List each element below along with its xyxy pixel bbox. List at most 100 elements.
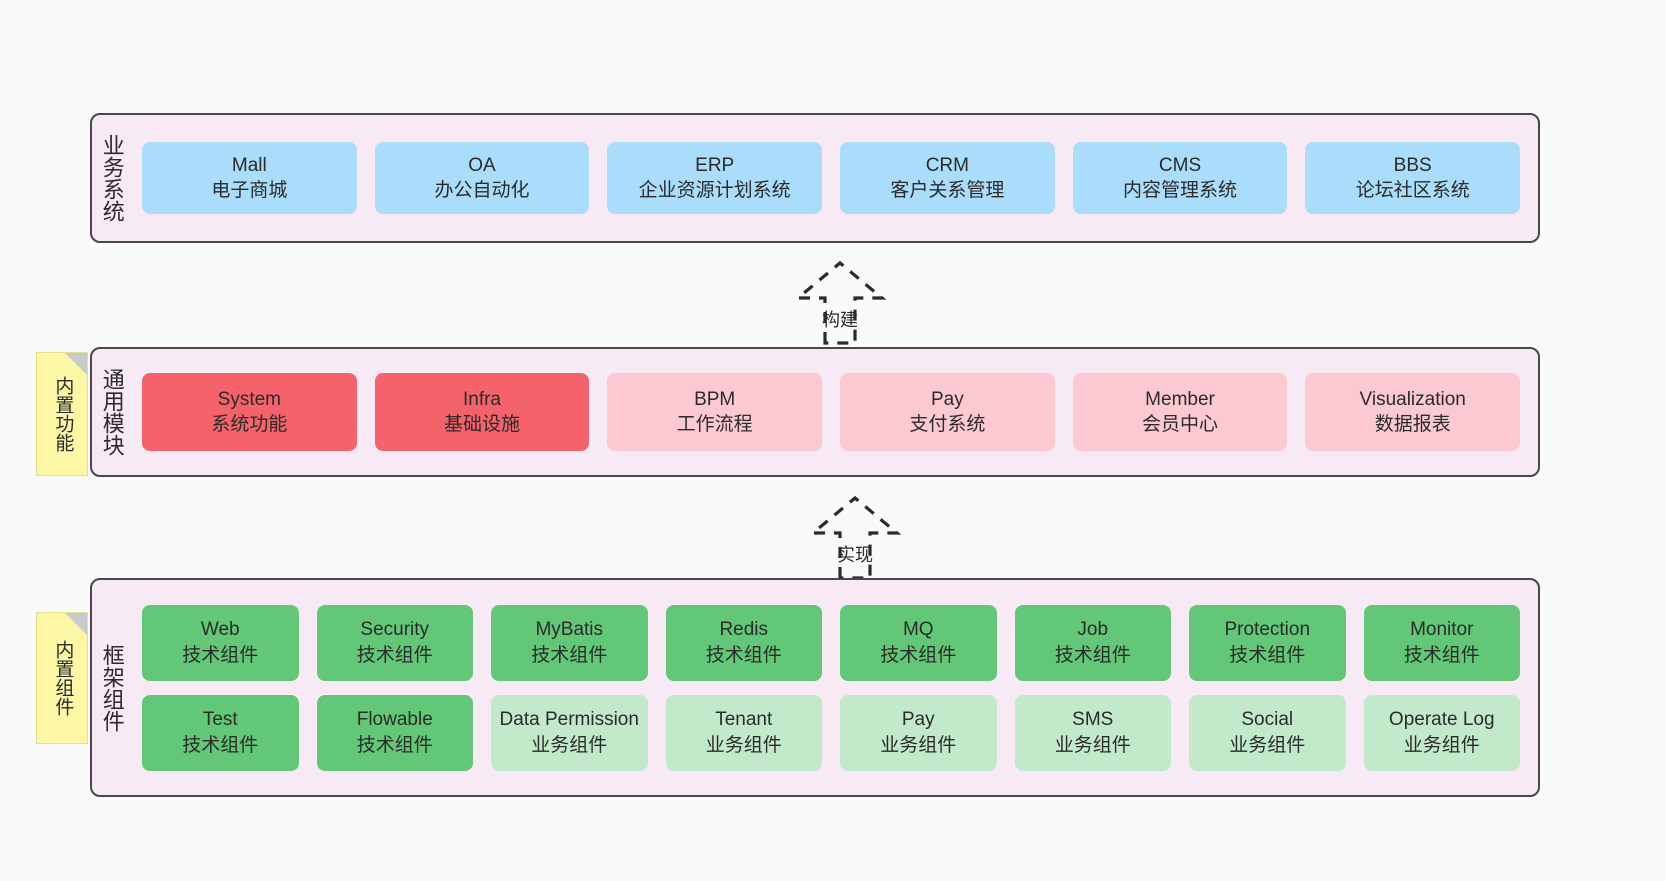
card-title-en: Mall [231, 154, 267, 176]
layer-business-systems: 业务系统 Mall 电子商城 OA 办公自动化 ERP 企业资源计划系统 CRM… [90, 113, 1540, 243]
card-row: System 系统功能 Infra 基础设施 BPM 工作流程 Pay 支付系统… [142, 373, 1521, 451]
layer-common-modules: 通用模块 System 系统功能 Infra 基础设施 BPM 工作流程 Pay… [90, 347, 1540, 477]
card-sms[interactable]: SMS 业务组件 [1014, 694, 1171, 771]
card-tenant[interactable]: Tenant 业务组件 [665, 694, 822, 771]
card-title-cn: 业务组件 [705, 734, 782, 756]
card-title-en: Tenant [715, 709, 773, 731]
card-crm[interactable]: CRM 客户关系管理 [840, 142, 1055, 214]
card-title-en: MQ [902, 619, 934, 641]
card-title-cn: 业务组件 [1403, 734, 1480, 756]
card-title-cn: 技术组件 [182, 734, 259, 756]
card-title-cn: 技术组件 [356, 644, 433, 666]
card-social[interactable]: Social 业务组件 [1189, 694, 1346, 771]
card-pay[interactable]: Pay 支付系统 [840, 373, 1055, 451]
card-row: Test 技术组件 Flowable 技术组件 Data Permission … [142, 694, 1520, 771]
card-title-en: Operate Log [1388, 709, 1495, 731]
sticky-note-text: 内置功能 [52, 376, 74, 452]
card-title-cn: 论坛社区系统 [1355, 180, 1470, 201]
card-title-cn: 技术组件 [531, 644, 608, 666]
layer-body-framework-components: Web 技术组件 Security 技术组件 MyBatis 技术组件 Redi… [132, 580, 1538, 795]
note-fold-corner-icon [65, 613, 87, 635]
card-visualization[interactable]: Visualization 数据报表 [1305, 373, 1521, 451]
card-system[interactable]: System 系统功能 [142, 373, 357, 451]
note-fold-corner-icon [65, 353, 87, 375]
layer-body-business-systems: Mall 电子商城 OA 办公自动化 ERP 企业资源计划系统 CRM 客户关系… [132, 115, 1538, 241]
card-oa[interactable]: OA 办公自动化 [374, 142, 590, 214]
layer-framework-components: 框架组件 Web 技术组件 Security 技术组件 MyBatis 技术组件… [90, 578, 1540, 797]
sticky-note-builtin-components: 内置组件 [36, 612, 88, 744]
sticky-note-builtin-features: 内置功能 [36, 352, 88, 476]
card-title-cn: 数据报表 [1374, 414, 1451, 435]
card-row: Mall 电子商城 OA 办公自动化 ERP 企业资源计划系统 CRM 客户关系… [142, 142, 1521, 214]
card-title-en: Pay [930, 388, 964, 410]
card-title-en: Redis [719, 619, 769, 641]
card-title-en: Flowable [356, 709, 433, 731]
card-title-cn: 技术组件 [880, 644, 957, 666]
card-security[interactable]: Security 技术组件 [316, 604, 473, 681]
card-title-cn: 技术组件 [356, 734, 433, 756]
card-monitor[interactable]: Monitor 技术组件 [1363, 604, 1520, 681]
card-title-en: Test [202, 709, 238, 731]
connector-implement: 实现 [775, 493, 935, 585]
card-title-en: Job [1077, 619, 1109, 641]
connector-build: 构建 [760, 258, 920, 350]
card-title-en: ERP [695, 154, 735, 176]
card-title-cn: 业务组件 [1054, 734, 1131, 756]
card-title-cn: 业务组件 [880, 734, 957, 756]
card-title-cn: 系统功能 [211, 414, 288, 435]
card-mybatis[interactable]: MyBatis 技术组件 [491, 604, 648, 681]
card-title-en: CRM [925, 154, 969, 176]
card-title-en: MyBatis [535, 619, 604, 641]
card-title-en: Web [200, 619, 240, 641]
card-title-en: BPM [694, 388, 736, 410]
card-redis[interactable]: Redis 技术组件 [665, 604, 822, 681]
card-protection[interactable]: Protection 技术组件 [1189, 604, 1346, 681]
card-title-en: Visualization [1359, 388, 1466, 410]
card-title-en: OA [468, 154, 496, 176]
dashed-hollow-arrow-up-icon [793, 260, 887, 345]
card-title-en: Social [1241, 709, 1294, 731]
card-title-en: Data Permission [499, 709, 639, 731]
card-title-cn: 办公自动化 [434, 180, 530, 201]
card-operate-log[interactable]: Operate Log 业务组件 [1363, 694, 1520, 771]
card-title-cn: 技术组件 [705, 644, 782, 666]
card-member[interactable]: Member 会员中心 [1072, 373, 1288, 451]
card-pay-business[interactable]: Pay 业务组件 [840, 694, 997, 771]
sticky-note-text: 内置组件 [52, 640, 74, 716]
layer-title-common-modules: 通用模块 [99, 368, 125, 456]
card-bbs[interactable]: BBS 论坛社区系统 [1305, 142, 1521, 214]
card-title-cn: 内容管理系统 [1123, 180, 1238, 201]
card-infra[interactable]: Infra 基础设施 [374, 373, 590, 451]
card-title-cn: 客户关系管理 [890, 180, 1005, 201]
card-data-permission[interactable]: Data Permission 业务组件 [491, 694, 648, 771]
card-title-en: System [217, 388, 282, 410]
card-test[interactable]: Test 技术组件 [142, 694, 299, 771]
card-web[interactable]: Web 技术组件 [142, 604, 299, 681]
card-title-cn: 支付系统 [909, 414, 986, 435]
layer-title-framework-components: 框架组件 [99, 643, 125, 732]
card-title-en: Monitor [1410, 619, 1474, 641]
card-title-en: SMS [1072, 709, 1114, 731]
card-title-cn: 工作流程 [676, 414, 753, 435]
card-title-en: Infra [462, 388, 502, 410]
card-title-cn: 基础设施 [444, 414, 521, 435]
card-title-cn: 技术组件 [182, 644, 259, 666]
card-erp[interactable]: ERP 企业资源计划系统 [607, 142, 823, 214]
card-bpm[interactable]: BPM 工作流程 [607, 373, 823, 451]
card-mall[interactable]: Mall 电子商城 [142, 142, 357, 214]
card-title-cn: 技术组件 [1229, 644, 1306, 666]
card-title-en: Security [360, 619, 430, 641]
dashed-hollow-arrow-up-icon [808, 495, 902, 580]
card-title-cn: 技术组件 [1403, 644, 1480, 666]
card-job[interactable]: Job 技术组件 [1014, 604, 1171, 681]
card-mq[interactable]: MQ 技术组件 [840, 604, 997, 681]
card-title-en: Member [1145, 388, 1215, 410]
card-title-cn: 业务组件 [1229, 734, 1306, 756]
card-cms[interactable]: CMS 内容管理系统 [1072, 142, 1288, 214]
card-flowable[interactable]: Flowable 技术组件 [316, 694, 473, 771]
card-title-en: BBS [1393, 154, 1432, 176]
card-title-cn: 会员中心 [1142, 414, 1219, 435]
card-row: Web 技术组件 Security 技术组件 MyBatis 技术组件 Redi… [142, 604, 1520, 681]
card-title-cn: 企业资源计划系统 [638, 180, 791, 201]
